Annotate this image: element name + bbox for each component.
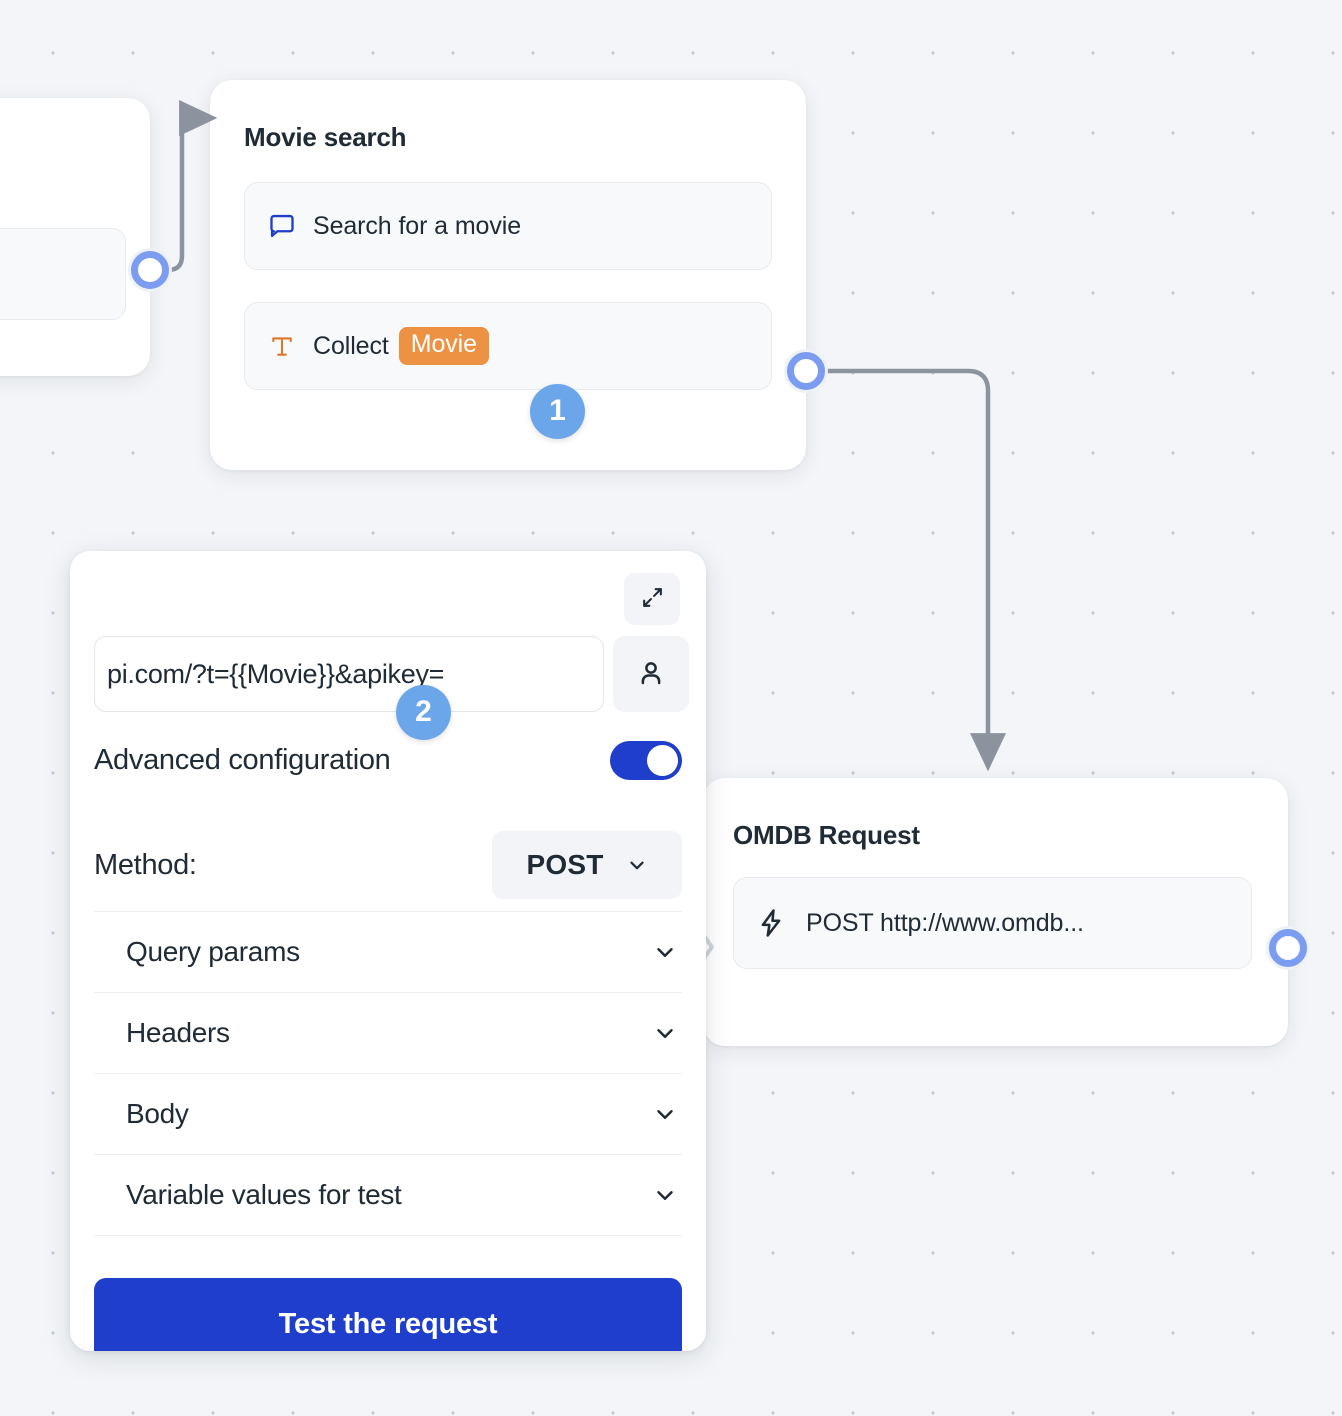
- step-marker-2: 2: [396, 685, 451, 740]
- chevron-down-icon[interactable]: [652, 1020, 678, 1046]
- node-movie-search-title: Movie search: [244, 122, 407, 152]
- person-icon-button[interactable]: [613, 636, 689, 712]
- port-omdb-request-output[interactable]: [1266, 926, 1310, 970]
- accordion-label: Headers: [126, 1017, 230, 1048]
- person-icon: [636, 658, 666, 691]
- toggle-knob: [647, 745, 678, 776]
- node-row-post-request[interactable]: POST http://www.omdb...: [733, 877, 1252, 969]
- test-the-request-button[interactable]: Test the request: [94, 1278, 682, 1351]
- accordion-item-variable-values-for-test[interactable]: Variable values for test: [94, 1155, 682, 1236]
- chevron-down-icon[interactable]: [652, 939, 678, 965]
- advanced-configuration-label: Advanced configuration: [94, 744, 391, 776]
- accordion-item-query-params[interactable]: Query params: [94, 912, 682, 993]
- method-select[interactable]: POST: [492, 831, 682, 899]
- accordion-label: Variable values for test: [126, 1179, 402, 1210]
- node-previous-row[interactable]: [0, 228, 126, 320]
- method-row: Method: POST: [94, 831, 682, 899]
- config-accordion: Query params Headers Body: [94, 911, 682, 1236]
- node-omdb-request-title: OMDB Request: [733, 820, 920, 850]
- accordion-item-body[interactable]: Body: [94, 1074, 682, 1155]
- chevron-down-icon: [626, 854, 648, 876]
- request-config-panel[interactable]: Advanced configuration Method: POST Quer…: [70, 551, 706, 1351]
- node-previous-step[interactable]: [0, 98, 150, 376]
- node-row-label: POST http://www.omdb...: [806, 908, 1084, 937]
- port-movie-search-output[interactable]: [784, 349, 828, 393]
- accordion-label: Query params: [126, 936, 300, 967]
- url-input[interactable]: [94, 636, 604, 712]
- lightning-bolt-icon: [756, 908, 786, 938]
- expand-icon: [640, 585, 665, 613]
- chevron-down-icon[interactable]: [652, 1101, 678, 1127]
- expand-icon-button[interactable]: [624, 573, 680, 625]
- node-row-label: Collect Movie: [313, 327, 489, 365]
- speech-bubble-icon: [267, 211, 297, 241]
- node-row-label: Search for a movie: [313, 211, 522, 240]
- chevron-down-icon[interactable]: [652, 1182, 678, 1208]
- method-label: Method:: [94, 848, 197, 881]
- node-row-collect-movie[interactable]: Collect Movie: [244, 302, 772, 390]
- node-omdb-request[interactable]: OMDB Request POST http://www.omdb...: [703, 778, 1288, 1046]
- method-value: POST: [526, 849, 604, 880]
- edge-previous-to-movie-search: [147, 100, 218, 273]
- advanced-configuration-toggle[interactable]: [610, 741, 682, 780]
- node-row-search-for-a-movie[interactable]: Search for a movie: [244, 182, 772, 270]
- node-movie-search[interactable]: Movie search Search for a movie: [210, 80, 806, 470]
- url-row: [94, 636, 689, 712]
- collect-label: Collect: [313, 331, 389, 360]
- edge-movie-search-to-omdb: [824, 368, 1006, 772]
- accordion-label: Body: [126, 1098, 189, 1129]
- variable-chip-movie[interactable]: Movie: [398, 327, 489, 365]
- accordion-item-headers[interactable]: Headers: [94, 993, 682, 1074]
- text-format-icon: [267, 331, 297, 361]
- port-previous-output[interactable]: [128, 248, 172, 292]
- advanced-configuration-row: Advanced configuration: [94, 741, 682, 780]
- step-marker-1: 1: [530, 384, 585, 439]
